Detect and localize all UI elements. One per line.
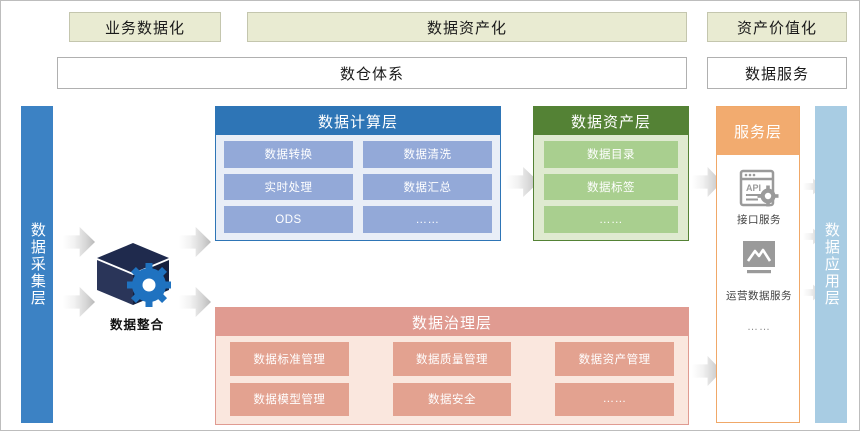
integration-node	[93, 239, 179, 309]
compute-cell[interactable]: 实时处理	[224, 173, 353, 201]
service-item-label-wrap: 运营数据服务	[719, 282, 799, 312]
integration-label: 数据整合	[109, 317, 164, 332]
api-window-gear-icon: API	[717, 167, 801, 211]
phase-label: 数据资产化	[426, 19, 507, 37]
governance-cell[interactable]: 数据质量管理	[392, 342, 512, 376]
compute-cell[interactable]: 数据转换	[224, 141, 353, 168]
phase-banner-asset-valuation: 资产价值化	[707, 12, 847, 42]
subbar-warehouse-system: 数仓体系	[57, 57, 687, 89]
asset-cell[interactable]: ……	[544, 206, 678, 233]
compute-layer-title: 数据计算层	[216, 107, 500, 135]
phase-label: 资产价值化	[736, 19, 817, 37]
governance-layer-panel: 数据治理层 数据标准管理 数据质量管理 数据资产管理 数据模型管理 数据安全 ……	[215, 307, 689, 425]
subbar-label: 数据服务	[744, 65, 809, 83]
governance-cell[interactable]: 数据安全	[392, 382, 512, 416]
arrow-collect-to-integrate-bottom	[63, 287, 95, 317]
governance-cell[interactable]: ……	[555, 382, 674, 416]
asset-cell[interactable]: 数据目录	[544, 141, 678, 168]
arrow-integrate-to-compute	[179, 227, 211, 257]
asset-layer-cell-grid: 数据目录 数据标签 ……	[544, 141, 678, 233]
compute-layer-cell-grid: 数据转换 数据清洗 实时处理 数据汇总 ODS ……	[224, 141, 492, 233]
monitor-chart-icon	[717, 237, 801, 281]
gear-icon	[127, 263, 171, 307]
asset-cell[interactable]: 数据标签	[544, 173, 678, 201]
governance-cell[interactable]: 数据资产管理	[555, 342, 674, 376]
subbar-label: 数仓体系	[339, 65, 404, 83]
phase-banner-business-digitization: 业务数据化	[69, 12, 221, 42]
subbar-data-service: 数据服务	[707, 57, 847, 89]
collection-layer-column: 数据采集层	[21, 106, 53, 423]
arrow-integrate-to-governance	[179, 287, 211, 317]
service-more-dots: ……	[747, 321, 771, 333]
compute-layer-panel: 数据计算层 数据转换 数据清洗 实时处理 数据汇总 ODS ……	[215, 106, 501, 241]
application-layer-label: 数据应用层	[822, 222, 840, 307]
service-layer-panel: 服务层 API 接口服	[716, 106, 800, 423]
cube-icon	[97, 243, 171, 307]
service-layer-title: 服务层	[717, 107, 799, 155]
service-item-label: 接口服务	[737, 214, 781, 227]
asset-layer-title: 数据资产层	[534, 107, 688, 135]
governance-layer-cell-grid: 数据标准管理 数据质量管理 数据资产管理 数据模型管理 数据安全 ……	[230, 342, 674, 416]
collection-layer-label: 数据采集层	[28, 222, 46, 307]
svg-text:API: API	[746, 183, 761, 193]
governance-layer-title: 数据治理层	[216, 308, 688, 336]
phase-label: 业务数据化	[104, 19, 185, 37]
compute-cell[interactable]: ……	[363, 206, 492, 233]
compute-cell[interactable]: 数据汇总	[363, 173, 492, 201]
phase-banner-data-assetization: 数据资产化	[247, 12, 687, 42]
arrow-collect-to-integrate-top	[63, 227, 95, 257]
compute-cell[interactable]: 数据清洗	[363, 141, 492, 168]
governance-cell[interactable]: 数据模型管理	[230, 382, 349, 416]
application-layer-column: 数据应用层	[815, 106, 847, 423]
service-item-label: 运营数据服务	[726, 290, 792, 303]
compute-cell[interactable]: ODS	[224, 206, 353, 233]
governance-cell[interactable]: 数据标准管理	[230, 342, 349, 376]
asset-layer-panel: 数据资产层 数据目录 数据标签 ……	[533, 106, 689, 241]
